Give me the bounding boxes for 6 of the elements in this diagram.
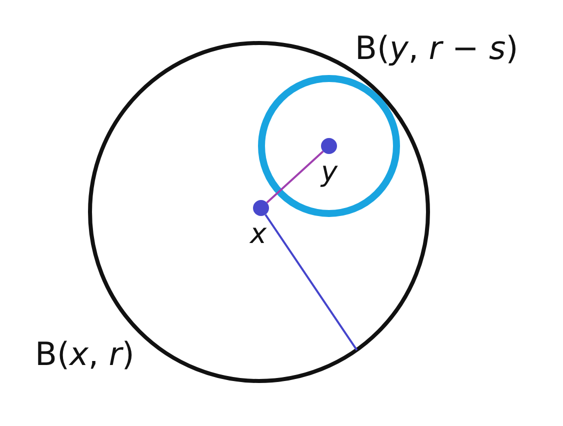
radius-line (266, 150, 324, 204)
point-label: x (250, 220, 267, 248)
circle-label: B(x, r) (35, 338, 134, 370)
circle-label: B(y, r − s) (355, 32, 518, 64)
radius-line (264, 214, 358, 351)
point-label: y (321, 158, 338, 186)
